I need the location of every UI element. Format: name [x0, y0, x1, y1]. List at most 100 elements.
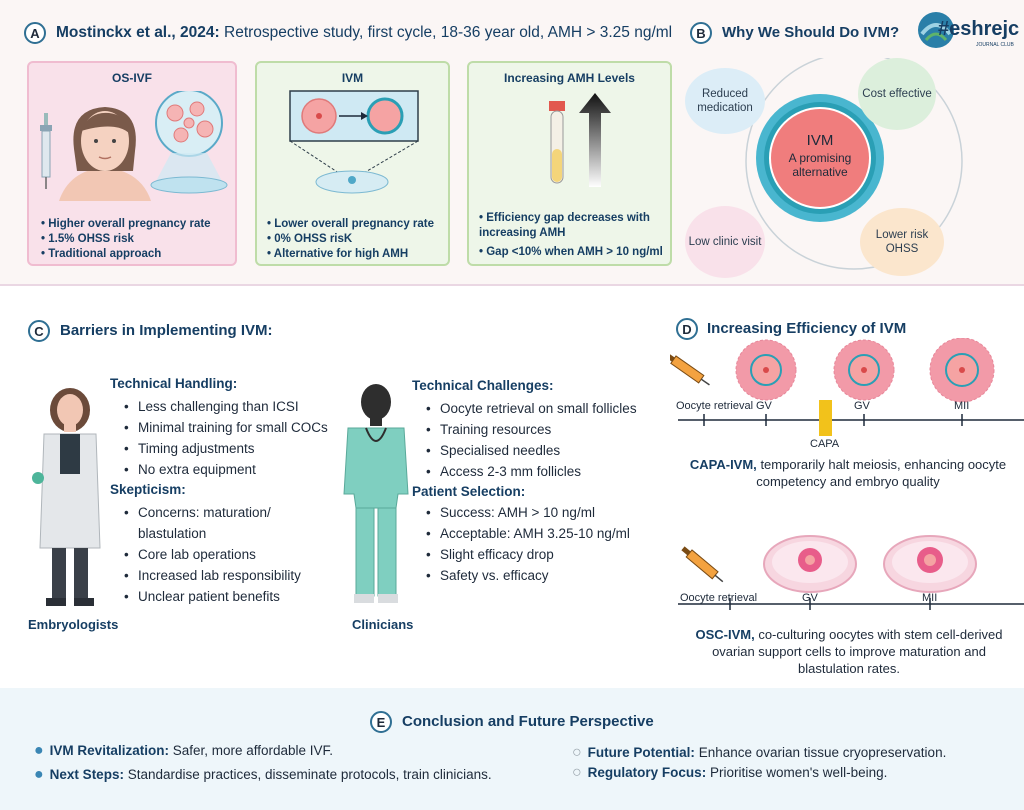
ivm-bullets: Lower overall pregnancy rate 0% OHSS ris…: [267, 217, 434, 262]
list-item: Success: AMH > 10 ng/ml: [424, 502, 664, 523]
culture-dish-icon: [883, 535, 977, 593]
ivm-center-sub: A promising alternative: [788, 151, 852, 179]
list-item: Core lab operations: [122, 544, 322, 565]
section-d-title: Increasing Efficiency of IVM: [707, 320, 907, 337]
conclusion-term: Regulatory Focus:: [587, 765, 707, 780]
ivm-card: IVM Lower overall pregnancy rate 0% OHSS…: [255, 61, 450, 266]
tl-gv: GV: [756, 400, 772, 412]
embryologists-label: Embryologists: [28, 617, 119, 632]
list-item: Timing adjustments: [122, 438, 362, 459]
ivm-illustration: [289, 90, 419, 194]
list-item: Less challenging than ICSI: [122, 396, 362, 417]
conclusion-term: IVM Revitalization:: [49, 743, 169, 758]
embryologist-illustration: [32, 388, 101, 606]
technical-handling-heading: Technical Handling:: [110, 376, 238, 391]
study-citation: Mostinckx et al., 2024:: [56, 24, 220, 41]
section-e-badge: E: [370, 711, 392, 733]
section-b-badge: B: [690, 22, 712, 44]
list-item: Minimal training for small COCs: [122, 417, 362, 438]
bullet: Alternative for high AMH: [267, 247, 434, 262]
logo-sub: JOURNAL CLUB: [976, 42, 1014, 48]
list-item: Training resources: [424, 419, 664, 440]
bullet: Higher overall pregnancy rate: [41, 217, 210, 232]
tl-gv: GV: [802, 592, 818, 604]
petal-cost-effective: Cost effective: [858, 58, 936, 130]
ivm-center-title: IVM: [806, 132, 834, 149]
divider: [0, 284, 1024, 286]
clinician-illustration: [343, 384, 409, 603]
capa-marker: [819, 400, 832, 436]
os-ivf-card: OS-IVF Hi: [27, 61, 237, 266]
oocyte-mii-icon: [929, 338, 995, 403]
tl-gv: GV: [854, 400, 870, 412]
conclusion-term: Next Steps:: [49, 767, 124, 782]
osc-ivm-text: co-culturing oocytes with stem cell-deri…: [712, 627, 1003, 676]
conclusion-term: Future Potential:: [587, 745, 695, 760]
tl-mii: MII: [922, 592, 938, 604]
skepticism-heading: Skepticism:: [110, 482, 186, 497]
bullet-icon: ●: [34, 742, 44, 759]
up-arrow-icon: [579, 93, 611, 187]
section-b-title: Why We Should Do IVM?: [722, 24, 900, 41]
osc-ivm-description: OSC-IVM, co-culturing oocytes with stem …: [684, 626, 1014, 677]
list-item: Concerns: maturation/ blastulation: [122, 502, 322, 544]
list-item: No extra equipment: [122, 459, 362, 480]
bullet: Gap <10% when AMH > 10 ng/ml: [479, 245, 669, 260]
bullet-icon: ○: [572, 764, 582, 781]
conclusion-text: Enhance ovarian tissue cryopreservation.: [698, 745, 947, 760]
patient-selection-list: Success: AMH > 10 ng/ml Acceptable: AMH …: [424, 502, 664, 586]
conclusion-item: ● Next Steps: Standardise practices, diss…: [34, 766, 492, 784]
logo-text: #eshrejc: [938, 18, 1020, 40]
capa-ivm-description: CAPA-IVM, temporarily halt meiosis, enha…: [684, 456, 1012, 490]
conclusion-item: ● IVM Revitalization: Safer, more afforda…: [34, 742, 333, 760]
conclusion-text: Safer, more affordable IVF.: [172, 743, 334, 758]
section-a-badge: A: [24, 22, 46, 44]
amh-card: Increasing AMH Levels Efficiency gap dec…: [467, 61, 672, 266]
os-ivf-bullets: Higher overall pregnancy rate 1.5% OHSS …: [41, 217, 211, 262]
card-title: IVM: [341, 71, 364, 85]
capa-timeline: [670, 338, 1024, 436]
conclusion-item: ○ Regulatory Focus: Prioritise women's we…: [572, 764, 887, 782]
bullet: Lower overall pregnancy rate: [267, 217, 434, 232]
capa-ivm-term: CAPA-IVM,: [689, 457, 757, 472]
technical-challenges-heading: Technical Challenges:: [412, 378, 554, 393]
bullet: 1.5% OHSS risk: [41, 232, 211, 247]
ivm-benefits-diagram: [745, 58, 963, 270]
blood-tube-icon: [549, 101, 565, 184]
section-c-badge: C: [28, 320, 50, 342]
arrow-icon: [361, 112, 368, 120]
tl-oocyte-retrieval: Oocyte retrieval: [676, 400, 754, 412]
osc-ivm-term: OSC-IVM,: [695, 627, 755, 642]
tl-mii: MII: [954, 400, 970, 412]
eshrejc-logo: #eshrejc JOURNAL CLUB: [916, 10, 1020, 54]
conclusion-text: Standardise practices, disseminate proto…: [127, 767, 492, 782]
skepticism-list: Concerns: maturation/ blastulation Core …: [122, 502, 322, 607]
list-item: Specialised needles: [424, 440, 664, 461]
culture-dish-icon: [763, 535, 857, 593]
list-item: Unclear patient benefits: [122, 586, 322, 607]
list-item: Slight efficacy drop: [424, 544, 664, 565]
os-ivf-illustration: [40, 91, 228, 201]
bullet-icon: ●: [34, 766, 44, 783]
syringe-icon: [681, 546, 724, 583]
petal-reduced-medication: Reduced medication: [685, 68, 765, 134]
capa-label: CAPA: [810, 438, 840, 450]
oocyte-gv-icon: [735, 339, 797, 401]
syringe-icon: [670, 353, 710, 386]
capa-ivm-text: temporarily halt meiosis, enhancing oocy…: [756, 457, 1007, 489]
technical-challenges-list: Oocyte retrieval on small follicles Trai…: [424, 398, 664, 482]
ivm-center-circle: [769, 107, 871, 209]
syringe-icon: [40, 113, 52, 189]
section-d-badge: D: [676, 318, 698, 340]
follicle-magnified-icon: [150, 91, 228, 194]
tl-oocyte-retrieval: Oocyte retrieval: [680, 592, 758, 604]
section-c-title: Barriers in Implementing IVM:: [60, 322, 273, 339]
section-a-title: Mostinckx et al., 2024: Retrospective st…: [56, 24, 672, 42]
conclusion-item: ○ Future Potential: Enhance ovarian tissu…: [572, 744, 946, 762]
clinicians-label: Clinicians: [352, 617, 414, 632]
pipette-icon: [32, 472, 44, 484]
conclusion-text: Prioritise women's well-being.: [709, 765, 888, 780]
bullet-icon: ○: [572, 744, 582, 761]
osc-timeline: [678, 535, 1024, 610]
technical-handling-list: Less challenging than ICSI Minimal train…: [122, 396, 362, 480]
